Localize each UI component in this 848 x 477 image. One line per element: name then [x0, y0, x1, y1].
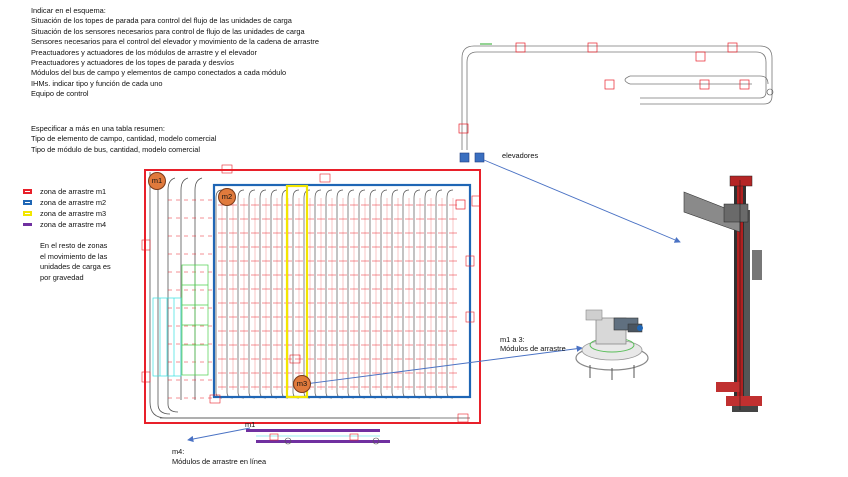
lane-track — [380, 189, 388, 399]
lane-track — [248, 189, 256, 399]
marker-m3: m3 — [293, 375, 311, 393]
legend-label: zona de arrastre m4 — [40, 220, 107, 229]
summary-line: Tipo de elemento de campo, cantidad, mod… — [31, 134, 217, 144]
gravity-note-line: por gravedad — [40, 272, 84, 282]
drag-modules-desc: Módulos de arrastre — [500, 344, 566, 353]
upper-conveyor-loop — [461, 45, 773, 150]
elevator-arrow — [483, 159, 681, 243]
drag-modules-title: m1 a 3: — [500, 335, 525, 344]
legend-swatch — [23, 223, 32, 226]
legend-label: zona de arrastre m1 — [40, 187, 107, 196]
lane-track — [347, 189, 355, 399]
zone-m4-bars — [246, 429, 390, 443]
zone-m1-outline — [144, 169, 481, 424]
summary-list: Especificar a más en una tabla resumen:T… — [31, 124, 216, 155]
instruction-line: Situación de los sensores necesarios par… — [31, 26, 305, 36]
legend-label: zona de arrastre m3 — [40, 209, 107, 218]
instruction-line: IHMs. indicar tipo y función de cada uno — [31, 78, 163, 88]
elevator-box-1 — [459, 152, 470, 163]
summary-line: Tipo de módulo de bus, cantidad, modelo … — [31, 144, 200, 154]
lane-track — [292, 189, 300, 399]
stop-markers — [141, 164, 481, 423]
lane-track — [226, 189, 234, 399]
drag-module-illustration — [575, 309, 649, 380]
lane-track — [413, 189, 421, 399]
lane-track — [325, 189, 333, 399]
instruction-line: Situación de los topes de parada para co… — [31, 16, 292, 26]
legend-swatch — [23, 211, 32, 216]
green-lanes — [181, 264, 209, 376]
zone-m2-outline — [212, 183, 472, 399]
lane-track — [215, 189, 223, 399]
instructions-list: Indicar en el esquema:Situación de los t… — [31, 6, 319, 100]
legend-label: zona de arrastre m2 — [40, 198, 107, 207]
summary-line: Especificar a más en una tabla resumen: — [31, 124, 165, 133]
legend-swatch — [23, 200, 32, 205]
instruction-line: Preactuadores y actuadores de los módulo… — [31, 47, 257, 57]
lane-track — [391, 189, 399, 399]
lane-track — [402, 189, 410, 399]
lane-track — [369, 189, 377, 399]
instruction-line: Preactuadores y actuadores de los topes … — [31, 58, 234, 68]
lane-track — [237, 189, 245, 399]
inline-modules-title: m4: — [172, 447, 185, 456]
elevator-box-2 — [474, 152, 485, 163]
elevator-tower-illustration — [683, 175, 762, 412]
gravity-note-line: unidades de carga es — [40, 262, 111, 272]
lane-track — [358, 189, 366, 399]
lane-track — [336, 189, 344, 399]
instruction-line: Equipo de control — [31, 89, 89, 99]
lane-track — [270, 189, 278, 399]
marker-m1: m1 — [148, 172, 166, 190]
instruction-line: Sensores necesarios para el control del … — [31, 37, 319, 47]
lane-track — [446, 189, 454, 399]
lane-track — [259, 189, 267, 399]
inline-modules-desc: Módulos de arrastre en línea — [172, 457, 267, 466]
legend-swatch — [23, 189, 32, 194]
cyan-lanes — [152, 297, 182, 377]
marker-m2: m2 — [218, 188, 236, 206]
gravity-note-line: En el resto de zonas — [40, 241, 108, 250]
module-arrow — [304, 345, 583, 385]
outer-tracks — [149, 172, 470, 419]
m1-bar-label: m1 — [245, 420, 256, 429]
upper-conveyor-stops — [455, 42, 750, 210]
lane-track — [314, 189, 322, 399]
inline-module-arrow — [187, 427, 251, 443]
elevators-label: elevadores — [502, 151, 539, 160]
lane-track — [424, 189, 432, 399]
conveyor-lanes — [168, 189, 457, 399]
gravity-note-line: el movimiento de las — [40, 251, 108, 261]
zone-m3-outline — [285, 184, 309, 399]
instruction-line: Módulos del bus de campo y elementos de … — [31, 68, 287, 78]
instruction-line: Indicar en el esquema: — [31, 6, 106, 15]
